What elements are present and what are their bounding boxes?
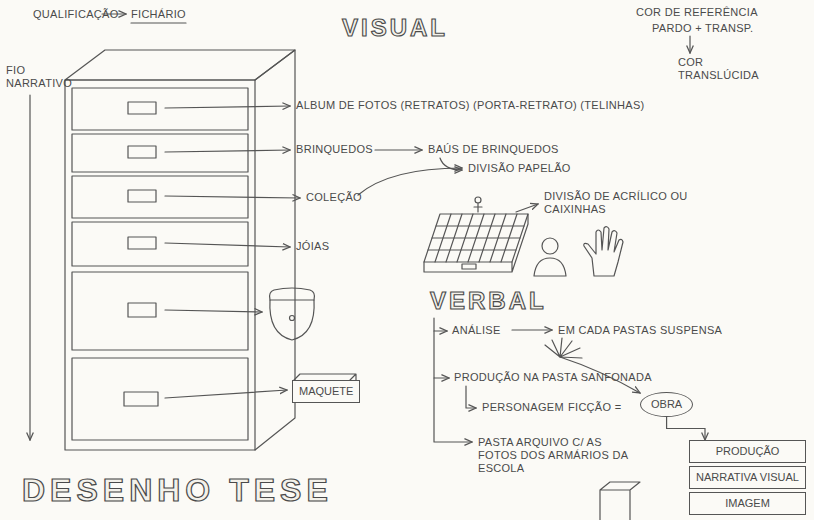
sketch-note: FICHÁRIO — [131, 8, 186, 21]
sketch-note: PRODUÇÃO NA PASTA SANFONADA — [454, 371, 652, 384]
connector-arrow — [667, 417, 705, 440]
sketch-note: ALBUM DE FOTOS (RETRATOS) (PORTA-RETRATO… — [296, 99, 644, 112]
sketch-note: COR TRANSLÚCIDA — [678, 56, 748, 82]
sketch-box: NARRATIVA VISUAL — [689, 466, 806, 489]
sketch-note: PASTA ARQUIVO C/ AS FOTOS DOS ARMÁRIOS D… — [478, 436, 628, 475]
node-text: IMAGEM — [725, 497, 770, 509]
circled-word: OBRA — [640, 392, 693, 417]
sketch-box: MAQUETE — [292, 380, 360, 403]
node-text: MAQUETE — [299, 385, 353, 397]
node-text: NARRATIVA VISUAL — [696, 471, 799, 483]
sketch-note: BRINQUEDOS — [296, 143, 373, 156]
sketch-note: DIVISÃO DE ACRÍLICO OU CAIXINHAS — [544, 190, 694, 216]
sketch-note: QUALIFICAÇÃO — [33, 8, 119, 21]
sketch-box: PRODUÇÃO — [689, 440, 806, 463]
sketch-note: COLEÇÃO — [306, 191, 362, 204]
sketch-note: VERBAL — [430, 287, 547, 315]
sketch-note: VISUAL — [342, 14, 448, 42]
sheet-title: DESENHO TESE — [22, 472, 333, 508]
sketch-note: COR DE REFERÊNCIA — [636, 6, 758, 19]
sketch-box: IMAGEM — [689, 492, 806, 515]
sketch-note: JÓIAS — [296, 240, 329, 253]
sketch-note: PARDO + TRANSP. — [652, 22, 753, 35]
sketch-note: DIVISÃO PAPELÃO — [468, 162, 571, 175]
node-text: PRODUÇÃO — [716, 445, 780, 457]
sketch-note: EM CADA PASTAS SUSPENSA — [558, 324, 722, 337]
sketch-note: ANÁLISE — [452, 324, 501, 337]
sketch-note: BAÚS DE BRINQUEDOS — [428, 143, 559, 156]
sketch-note: PERSONAGEM — [482, 401, 564, 414]
sketch-note: FIO NARRATIVO — [6, 64, 68, 90]
sketch-note: FICÇÃO = — [568, 401, 621, 414]
node-text: OBRA — [651, 398, 682, 410]
